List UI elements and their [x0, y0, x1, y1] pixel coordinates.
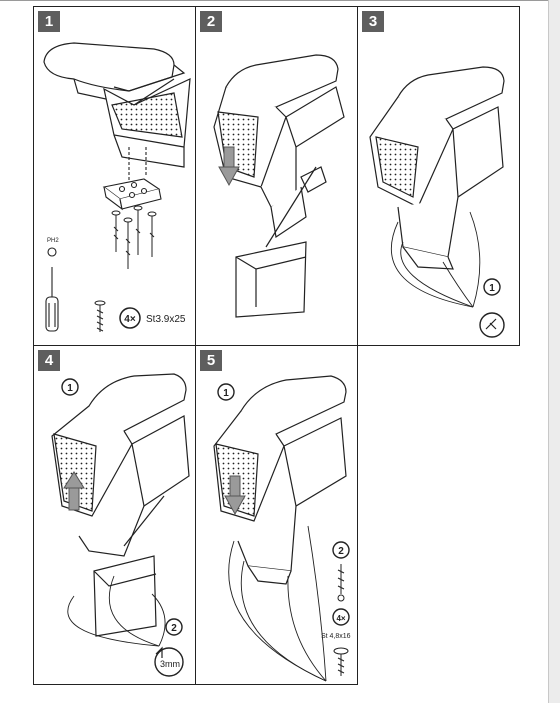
- armrest-assembly: [213, 54, 345, 318]
- step-4-panel: 4 1 2 3mm: [33, 345, 196, 685]
- screw-leader-lines: [228, 525, 327, 682]
- screwdriver-icon: [45, 247, 59, 332]
- callout-circle: [483, 278, 501, 296]
- callout-1-circle: [217, 383, 235, 401]
- up-arrow-head-icon: [63, 471, 85, 489]
- step-1-badge: 1: [38, 11, 60, 32]
- screw-leader-lines: [67, 575, 166, 647]
- armrest-lid: [43, 42, 191, 168]
- step-1-panel: 1: [33, 6, 196, 346]
- callout-1-number: 1: [67, 383, 73, 394]
- step-4-illustration: 1 2 3mm: [51, 373, 190, 677]
- bracket-screws: [111, 205, 157, 269]
- callout-1-number: 1: [223, 388, 229, 399]
- callout-2-circle: [165, 618, 183, 636]
- scrollbar-track[interactable]: [548, 0, 560, 703]
- down-arrow-icon: [229, 475, 241, 499]
- step-3-badge: 3: [362, 11, 384, 32]
- tool-label: PH2: [47, 238, 59, 244]
- step-2-illustration: [213, 54, 345, 318]
- quantity-circle: [332, 608, 350, 626]
- screw-quantity: 4×: [124, 314, 136, 325]
- step-3-panel: 3 1: [357, 6, 520, 346]
- screw-icon: [337, 564, 345, 602]
- callout-2-number: 2: [171, 623, 177, 634]
- quantity-circle: [119, 307, 141, 329]
- step-5-illustration: 1 2 4× St 4,8x16: [213, 375, 351, 682]
- step-5-badge: 5: [200, 350, 222, 371]
- down-arrow-head-icon: [224, 495, 246, 516]
- step-3-illustration: 1: [369, 66, 505, 338]
- step-4-badge: 4: [38, 350, 60, 371]
- callout-2-circle: [332, 541, 350, 559]
- screw-icon: [94, 300, 106, 332]
- turn-symbol-icon: [485, 318, 497, 330]
- callout-1-circle: [61, 378, 79, 396]
- armrest-assembly: [213, 375, 347, 585]
- callout-number: 1: [489, 283, 495, 294]
- screw-spec: St 4,8x16: [321, 633, 351, 640]
- screw-spec: St3.9x25: [146, 314, 186, 325]
- hex-size-label: 3mm: [160, 659, 180, 669]
- step-2-badge: 2: [200, 11, 222, 32]
- screw-quantity: 4×: [336, 614, 345, 623]
- armrest-assembly: [369, 66, 505, 270]
- up-arrow-icon: [68, 485, 80, 511]
- step-5-panel: 5 1 2: [195, 345, 358, 685]
- step-2-panel: 2: [195, 6, 358, 346]
- self-tapping-screw-icon: [333, 647, 349, 676]
- down-arrow-head-icon: [218, 166, 240, 187]
- step-1-illustration: PH2 4× St3.9x25: [43, 42, 191, 332]
- down-arrow-icon: [223, 146, 235, 170]
- allen-key-icon: [155, 646, 163, 658]
- callout-2-number: 2: [338, 546, 344, 557]
- screw-leader-lines: [390, 211, 481, 308]
- mounting-bracket: [102, 147, 162, 211]
- page-top-border: [0, 0, 560, 1]
